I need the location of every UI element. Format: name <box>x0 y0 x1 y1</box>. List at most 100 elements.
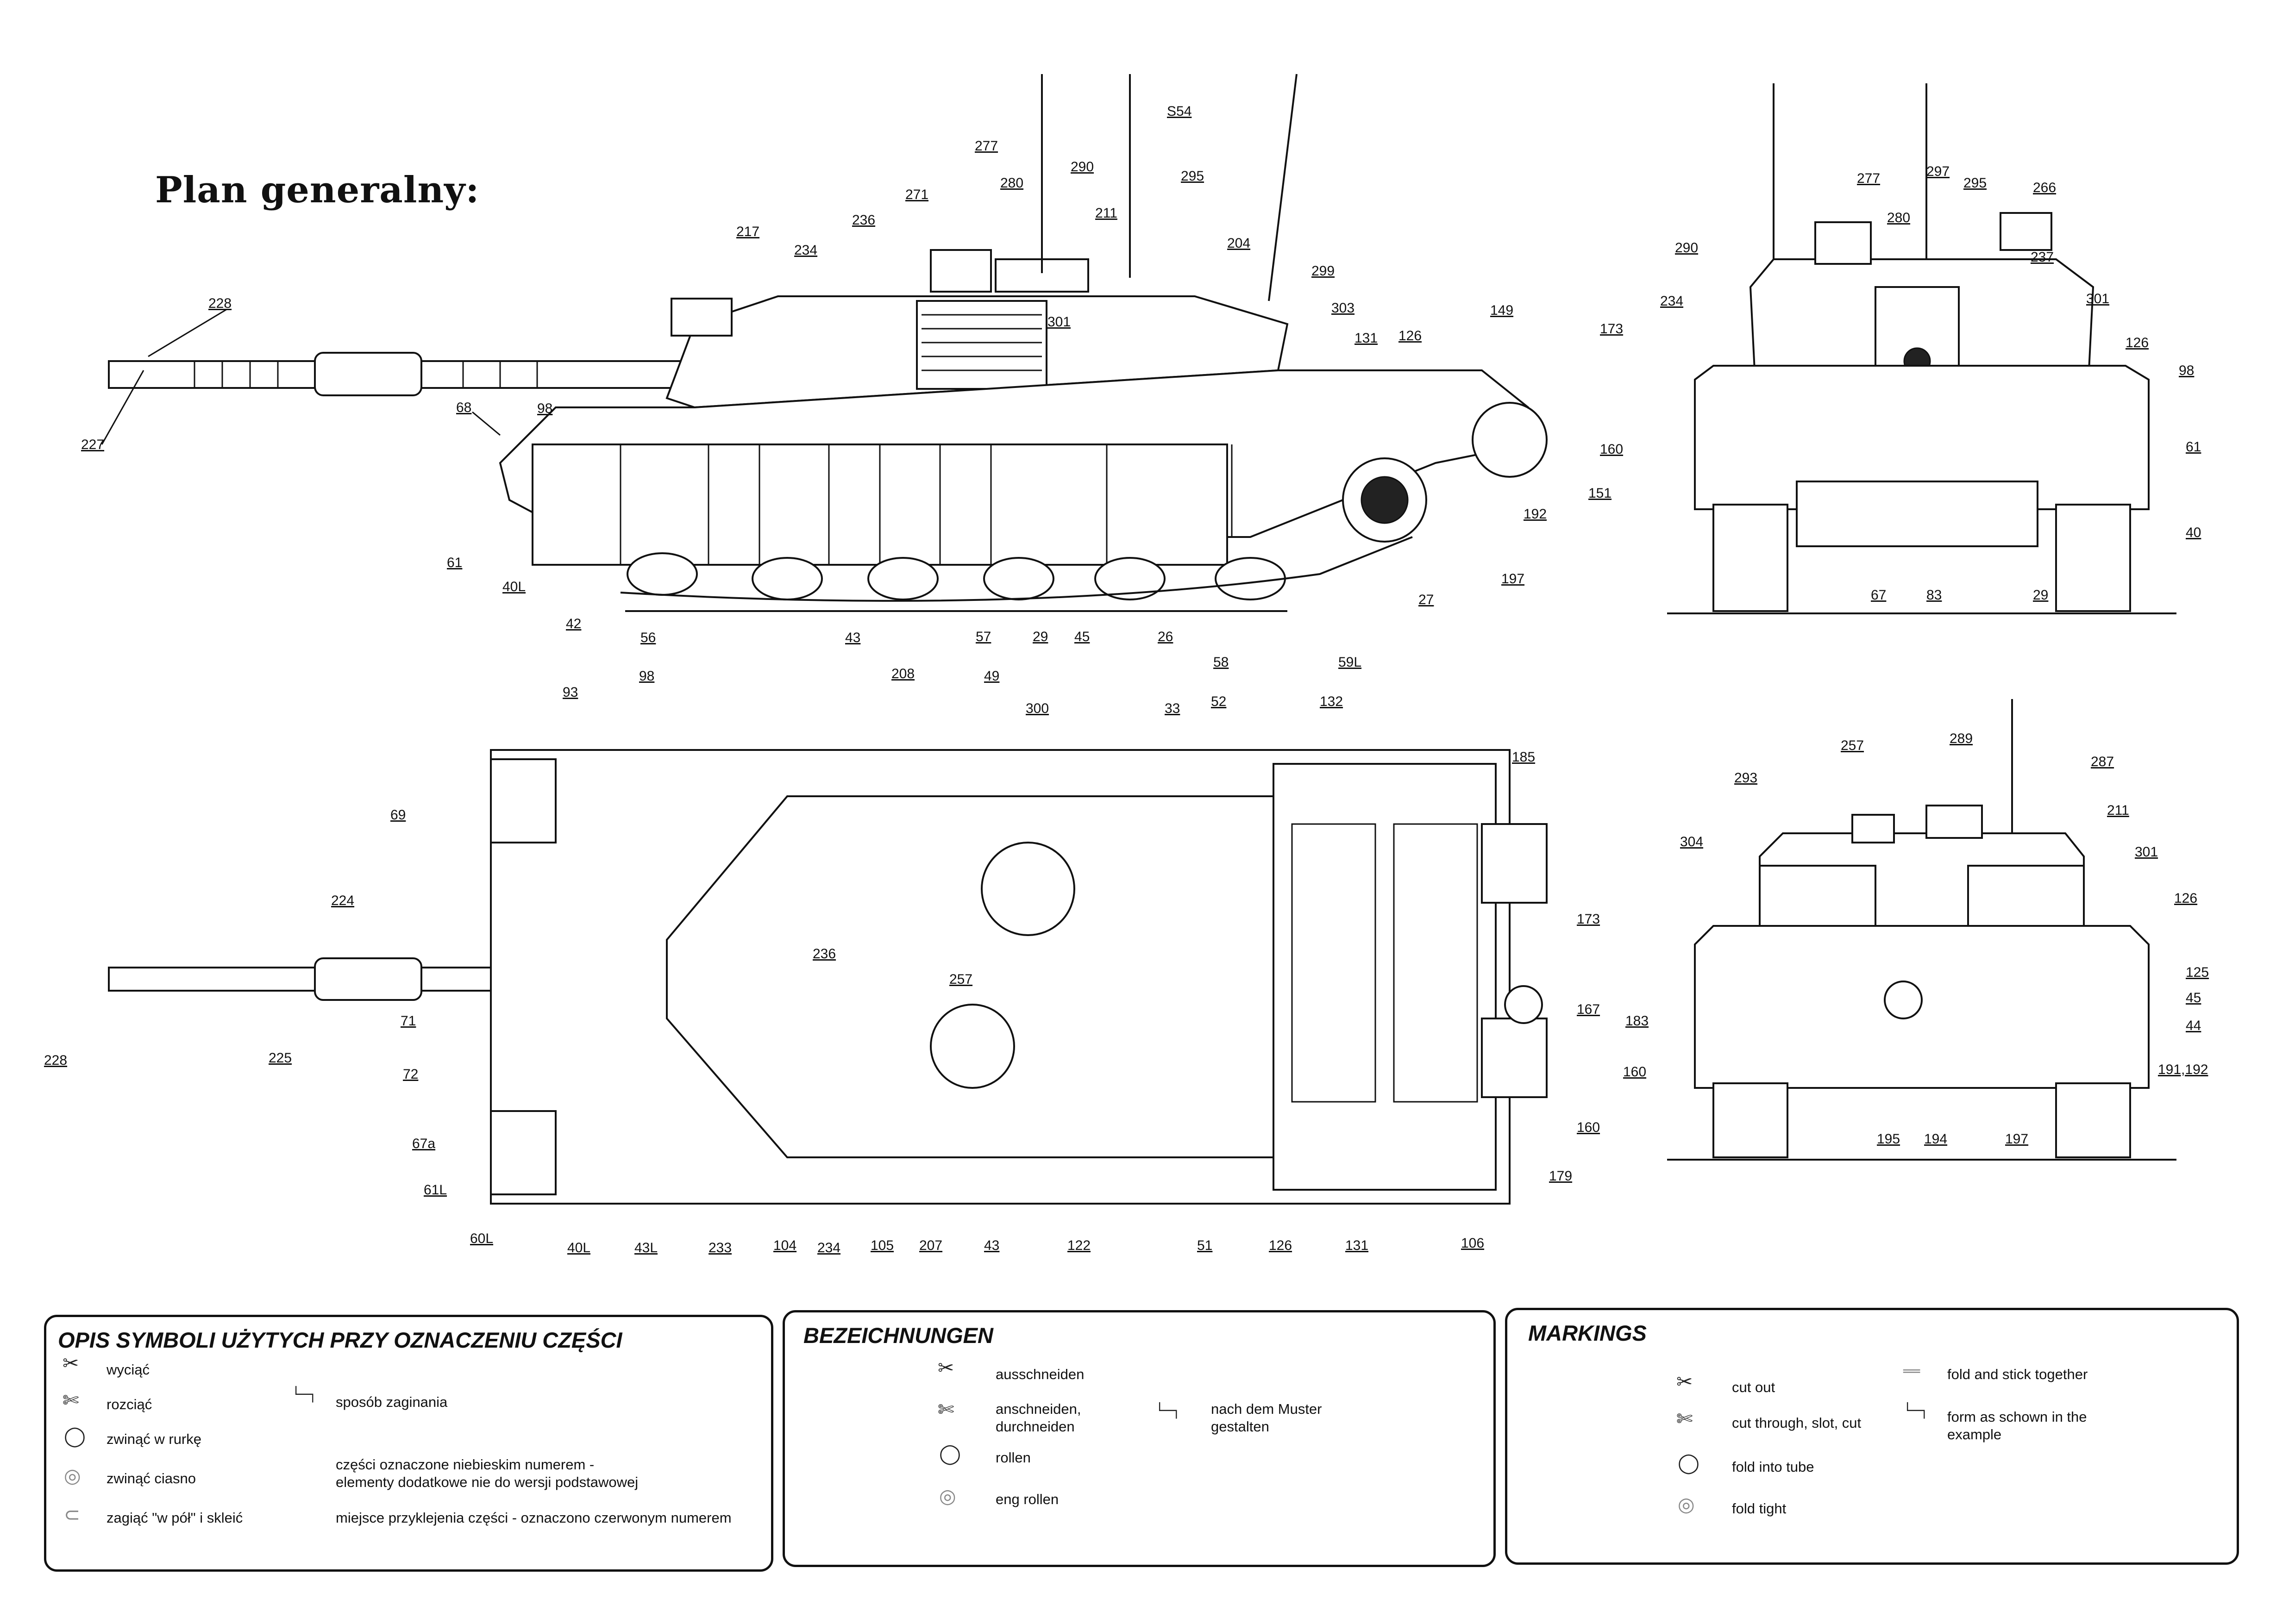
label-side-42: 42 <box>566 616 581 631</box>
label-side-29: 29 <box>1033 629 1048 644</box>
front-labels: 290 277 297 295 266 280 237 234 301 126 … <box>1660 164 2201 603</box>
label-rear-287: 287 <box>2091 754 2114 769</box>
label-side-57: 57 <box>976 629 991 644</box>
label-side-204: 204 <box>1227 236 1250 251</box>
label-side-295: 295 <box>1181 169 1204 184</box>
label-front-297: 297 <box>1926 164 1950 179</box>
legend-german-item: eng rollen <box>996 1491 1059 1507</box>
legend-english-item: cut through, slot, cut <box>1732 1415 1862 1431</box>
rear-cupola-257 <box>1851 814 1895 843</box>
label-front-290: 290 <box>1675 240 1698 256</box>
label-rear-126: 126 <box>2174 891 2197 906</box>
label-rear-183: 183 <box>1625 1013 1649 1029</box>
legend-english-title: MARKINGS <box>1528 1321 1647 1345</box>
side-gun-evacuator <box>314 352 422 396</box>
label-side-59L: 59L <box>1338 655 1361 670</box>
top-gun-evacuator <box>314 957 422 1001</box>
fold-stick-icon: ══ <box>1903 1363 1920 1380</box>
label-side-228: 228 <box>208 296 232 311</box>
label-side-299: 299 <box>1311 263 1335 279</box>
label-top-207: 207 <box>919 1238 942 1253</box>
legend-english-item: cut out <box>1732 1379 1775 1395</box>
label-side-211: 211 <box>1095 206 1117 221</box>
label-top-257: 257 <box>949 972 972 987</box>
label-top-185: 185 <box>1512 750 1535 765</box>
top-hatch-257 <box>930 1004 1015 1089</box>
label-side-280: 280 <box>1000 175 1023 191</box>
cut-out-icon: ✂ <box>63 1352 79 1374</box>
legend-german-item: anschneiden, durchneiden <box>996 1401 1081 1435</box>
top-rear-box-upper <box>1481 823 1548 904</box>
label-top-69: 69 <box>390 807 406 823</box>
legend-german: BEZEICHNUNGEN ✂ ausschneiden ✄ anschneid… <box>783 1310 1496 1567</box>
side-track <box>620 536 1413 602</box>
fold-icon: └─┐ <box>292 1387 317 1403</box>
label-side-277: 277 <box>975 138 998 154</box>
label-side-126: 126 <box>1398 328 1422 344</box>
legend-english-item: fold and stick together <box>1947 1366 2088 1382</box>
label-side-173: 173 <box>1600 321 1623 337</box>
label-front-237: 237 <box>2031 250 2054 265</box>
label-top-300: 300 <box>1026 701 1049 716</box>
label-rear-125: 125 <box>2186 965 2209 980</box>
label-side-61: 61 <box>447 555 462 570</box>
legend-polish-item: zwinąć ciasno <box>107 1470 196 1487</box>
label-top-43: 43 <box>984 1238 999 1253</box>
front-hull <box>1694 365 2150 510</box>
rear-view-drawing <box>1667 699 2176 1161</box>
legend-german-item: ausschneiden <box>996 1366 1085 1382</box>
label-front-67: 67 <box>1871 587 1886 603</box>
rear-sight-289 <box>1925 805 1983 839</box>
label-top-43L: 43L <box>634 1240 658 1255</box>
label-side-43: 43 <box>845 630 860 645</box>
top-rear-drum-167 <box>1504 985 1543 1024</box>
rear-track-right <box>2055 1082 2131 1158</box>
label-rear-301: 301 <box>2135 844 2158 860</box>
label-top-131: 131 <box>1345 1238 1368 1253</box>
fold-icon: └─┐ <box>1155 1403 1181 1419</box>
label-side-271: 271 <box>905 187 928 202</box>
cut-through-icon: ✄ <box>1676 1407 1693 1430</box>
label-top-122: 122 <box>1067 1238 1091 1253</box>
legend-polish-title: OPIS SYMBOLI UŻYTYCH PRZY OZNACZENIU CZĘ… <box>58 1328 622 1352</box>
label-side-303: 303 <box>1331 300 1354 316</box>
label-front-61: 61 <box>2186 439 2201 455</box>
label-front-295: 295 <box>1963 175 1987 191</box>
label-side-234: 234 <box>794 243 817 258</box>
label-top-225: 225 <box>269 1050 292 1066</box>
label-top-98: 98 <box>639 668 654 684</box>
label-rear-257: 257 <box>1841 738 1864 753</box>
front-view-drawing <box>1667 83 2176 614</box>
label-top-126: 126 <box>1269 1238 1292 1253</box>
label-side-40L: 40L <box>502 579 526 594</box>
label-top-33: 33 <box>1165 701 1180 716</box>
label-top-179: 179 <box>1549 1168 1572 1184</box>
top-view-drawing <box>108 749 1548 1205</box>
tube-icon: ◯ <box>64 1424 86 1447</box>
label-top-104: 104 <box>773 1238 796 1253</box>
label-front-126: 126 <box>2126 335 2149 350</box>
label-side-151: 151 <box>1588 486 1612 501</box>
label-rear-197: 197 <box>2005 1131 2028 1147</box>
label-side-236: 236 <box>852 212 875 228</box>
rear-track-left <box>1712 1082 1788 1158</box>
fold-icon: └─┐ <box>1903 1403 1929 1419</box>
label-rear-191-192: 191,192 <box>2158 1062 2208 1077</box>
label-top-49: 49 <box>984 668 999 684</box>
front-track-right <box>2055 504 2131 612</box>
label-side-56: 56 <box>640 630 656 645</box>
rear-drum-194 <box>1884 981 1923 1019</box>
label-side-58: 58 <box>1213 655 1229 670</box>
label-side-217: 217 <box>736 224 759 239</box>
legend-german-item: rollen <box>996 1449 1031 1466</box>
label-side-290: 290 <box>1071 159 1094 175</box>
label-side-S54: S54 <box>1167 104 1191 119</box>
rear-hull <box>1694 925 2150 1089</box>
label-top-224: 224 <box>331 893 354 908</box>
label-top-132: 132 <box>1320 694 1343 709</box>
label-front-280: 280 <box>1887 210 1910 225</box>
legend-polish-item: zwinąć w rurkę <box>107 1431 201 1447</box>
label-top-233: 233 <box>709 1240 732 1255</box>
